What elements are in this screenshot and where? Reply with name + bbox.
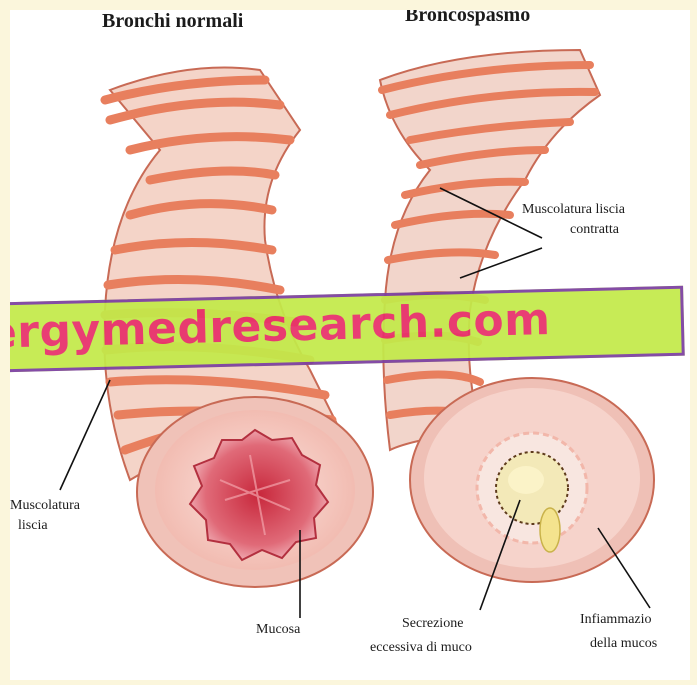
contracted-muscle-label-line1: Muscolatura liscia <box>522 202 625 218</box>
illustration-frame: Bronchi normali Broncospasmo Muscolatura… <box>10 10 690 680</box>
inflammation-label-line2: della mucos <box>590 636 657 652</box>
bronchospasm-title: Broncospasmo <box>405 10 530 27</box>
mucus-drop <box>540 508 560 552</box>
mucosa-label: Mucosa <box>256 622 300 638</box>
smooth-muscle-label-line1: Muscolatura <box>10 498 80 514</box>
mucus-label-line1: Secrezione <box>402 616 463 632</box>
mucus-label-line2: eccessiva di muco <box>370 640 472 656</box>
inflammation-label-line1: Infiammazio <box>580 612 652 628</box>
contracted-muscle-label-line2: contratta <box>570 222 619 238</box>
watermark-text: ergymedresearch.com <box>10 294 551 359</box>
normal-bronchi-title: Bronchi normali <box>102 10 243 33</box>
smooth-muscle-label-line2: liscia <box>18 518 48 534</box>
